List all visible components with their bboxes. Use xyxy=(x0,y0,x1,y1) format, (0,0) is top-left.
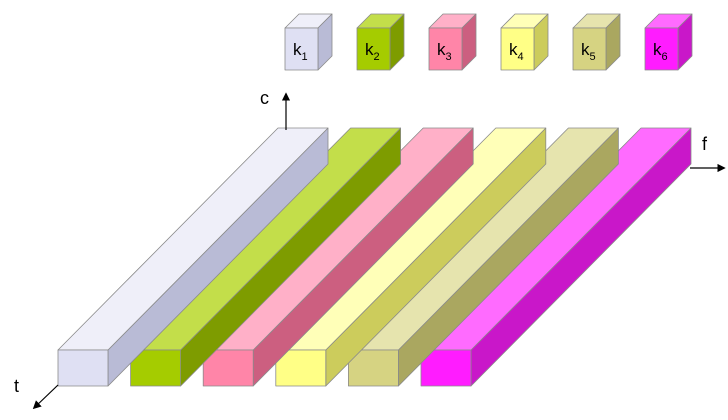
legend-key-letter: k xyxy=(653,40,662,59)
bar-front-face xyxy=(275,349,327,387)
legend-key-subscript: 5 xyxy=(590,51,596,63)
legend-key-6: k6 xyxy=(644,13,693,71)
c-axis-label: c xyxy=(260,88,269,108)
legend-cube-front xyxy=(572,27,607,71)
f-axis-label: f xyxy=(702,134,708,154)
legend-cube-front xyxy=(644,27,679,71)
legend-key-letter: k xyxy=(437,40,446,59)
legend-key-letter: k xyxy=(293,40,302,59)
legend-key-label: k4 xyxy=(509,40,524,63)
legend-key-subscript: 6 xyxy=(662,51,668,63)
legend-key-label: k6 xyxy=(653,40,668,63)
legend-cube-front xyxy=(500,27,535,71)
t-axis-label: t xyxy=(14,376,19,396)
legend-key-3: k3 xyxy=(428,13,477,71)
legend-key-subscript: 3 xyxy=(446,51,452,63)
bar-front-face xyxy=(420,349,472,387)
legend-cube-front xyxy=(284,27,319,71)
bar-front-face xyxy=(202,349,254,387)
legend-key-subscript: 1 xyxy=(302,51,308,63)
legend-key-label: k3 xyxy=(437,40,452,63)
legend-key-letter: k xyxy=(509,40,518,59)
bar-front-face xyxy=(130,349,182,387)
legend-key-label: k1 xyxy=(293,40,308,63)
legend-cube-front xyxy=(356,27,391,71)
legend-key-4: k4 xyxy=(500,13,549,71)
legend-key-2: k2 xyxy=(356,13,405,71)
legend-key-subscript: 2 xyxy=(374,51,380,63)
legend-key-5: k5 xyxy=(572,13,621,71)
axes: c f t xyxy=(14,88,726,410)
bar-front-face xyxy=(57,349,109,387)
bars xyxy=(57,127,692,387)
t-axis-arrow xyxy=(32,384,59,410)
legend-key-label: k2 xyxy=(365,40,380,63)
legend-cube-front xyxy=(428,27,463,71)
bar-1 xyxy=(57,127,329,387)
legend-key-subscript: 4 xyxy=(518,51,524,63)
legend-key-letter: k xyxy=(365,40,374,59)
legend-key-label: k5 xyxy=(581,40,596,63)
bar-front-face xyxy=(347,349,399,387)
legend-key-1: k1 xyxy=(284,13,333,71)
legend-key-letter: k xyxy=(581,40,590,59)
